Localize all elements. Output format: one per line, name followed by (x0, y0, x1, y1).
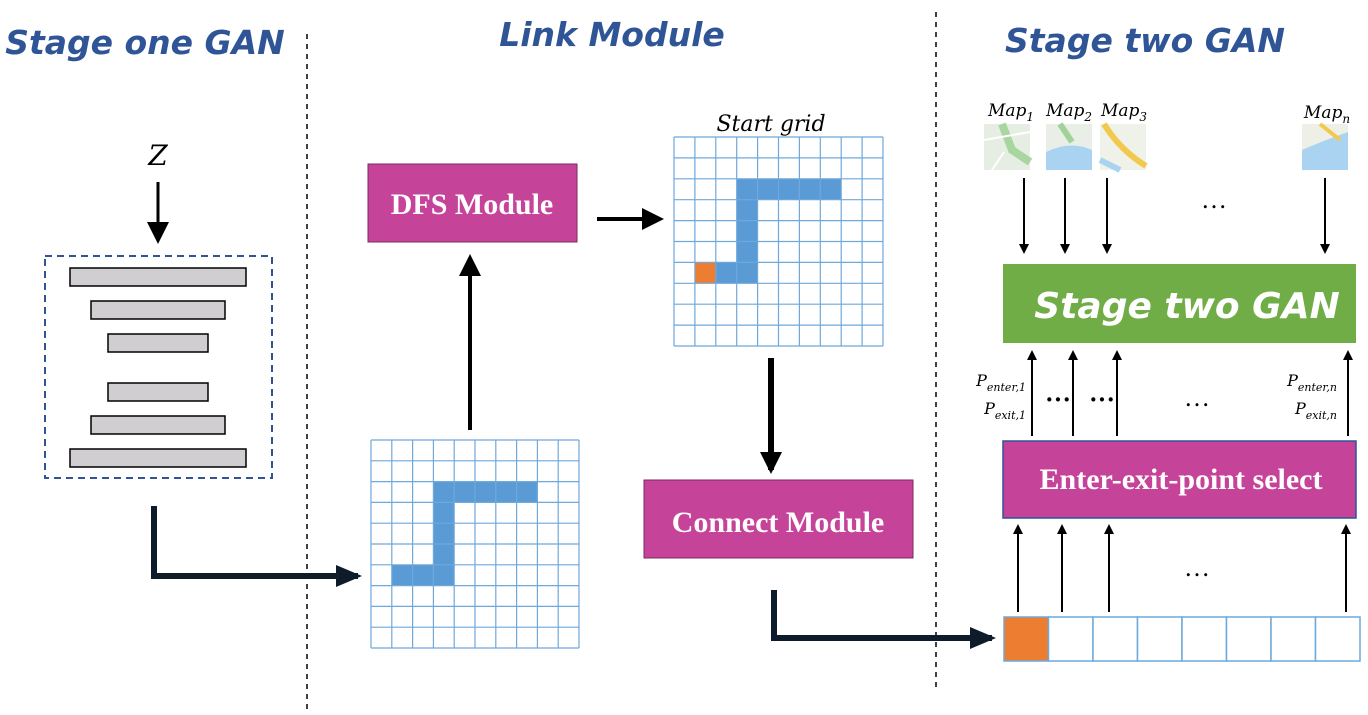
dfs-module-box (367, 163, 578, 243)
path-cell (391, 564, 413, 586)
path-cell (736, 178, 758, 200)
path-cell (736, 220, 758, 242)
stage-two-gan-box (1003, 264, 1356, 343)
path-cell (412, 564, 434, 586)
layer-bar (90, 300, 226, 320)
path-cell (433, 502, 455, 524)
path-cell (778, 178, 800, 200)
p-exit-n-label: Pexit,n (1294, 399, 1337, 422)
path-cell (454, 481, 475, 503)
start-grid (673, 136, 884, 347)
map-1-label: Map1 (987, 101, 1034, 124)
path-cell (820, 178, 842, 200)
map-n-thumbnail (1302, 122, 1348, 170)
p-ellipsis-c: … (1184, 383, 1210, 412)
dfs-module-label: DFS Module (391, 188, 554, 221)
strip-cell (1270, 616, 1317, 662)
path-cell (495, 481, 517, 503)
map-2-thumbnail (1046, 122, 1092, 170)
path-cell (736, 241, 758, 263)
path-cell (799, 178, 821, 200)
connect-module-box (643, 479, 914, 559)
layer-bar (90, 415, 226, 435)
p-ellipsis-b: ··· (1089, 385, 1115, 414)
strip-start-cell (1003, 616, 1050, 662)
start-cell (694, 262, 716, 284)
strip-ellipsis: … (1184, 553, 1210, 582)
generated-grid (370, 439, 580, 649)
connect-module-label: Connect Module (672, 506, 885, 539)
layer-bar (69, 448, 247, 468)
p-exit-1-label: Pexit,1 (983, 399, 1026, 422)
strip-cell (1181, 616, 1228, 662)
map-n-label: Mapn (1303, 103, 1350, 126)
strip-cell (1225, 616, 1272, 662)
map-3-thumbnail (1098, 122, 1148, 173)
p-enter-n-label: Penter,n (1286, 371, 1337, 394)
start-grid-label: Start grid (716, 112, 825, 137)
layer-bar (107, 333, 209, 353)
path-cell (433, 523, 455, 544)
strip-cell (1092, 616, 1139, 662)
cell-strip (1003, 616, 1361, 662)
connect-output-arrow (771, 590, 996, 649)
layer-bar (69, 267, 247, 287)
path-cell (475, 481, 496, 503)
map-2-label: Map2 (1045, 101, 1092, 124)
path-cell (516, 481, 538, 503)
noise-z-label: Z (147, 139, 168, 172)
path-cell (715, 262, 737, 284)
p-ellipsis-a: ··· (1045, 385, 1071, 414)
title-stage-one: Stage one GAN (5, 23, 285, 62)
strip-cell (1136, 616, 1183, 662)
path-cell (736, 199, 758, 221)
p-enter-1-label: Penter,1 (975, 371, 1026, 394)
stage-two-gan-label: Stage two GAN (1034, 286, 1339, 327)
maps-ellipsis: … (1201, 185, 1227, 214)
stage-one-output-arrow (151, 506, 362, 587)
enter-exit-select-label: Enter-exit-point select (1040, 463, 1323, 496)
strip-cell (1314, 616, 1361, 662)
map-1-thumbnail (983, 122, 1033, 171)
layer-bar (107, 382, 209, 402)
title-stage-two: Stage two GAN (1005, 21, 1285, 60)
generator-layers (69, 267, 247, 468)
path-cell (433, 564, 455, 586)
path-cell (736, 262, 758, 284)
map-3-label: Map3 (1100, 101, 1147, 124)
generator-network-box (44, 255, 273, 479)
path-cell (433, 481, 455, 503)
strip-cell (1047, 616, 1094, 662)
path-cell (757, 178, 779, 200)
enter-exit-select-box (1002, 440, 1357, 519)
title-link-module: Link Module (499, 15, 725, 54)
path-cell (433, 544, 455, 565)
